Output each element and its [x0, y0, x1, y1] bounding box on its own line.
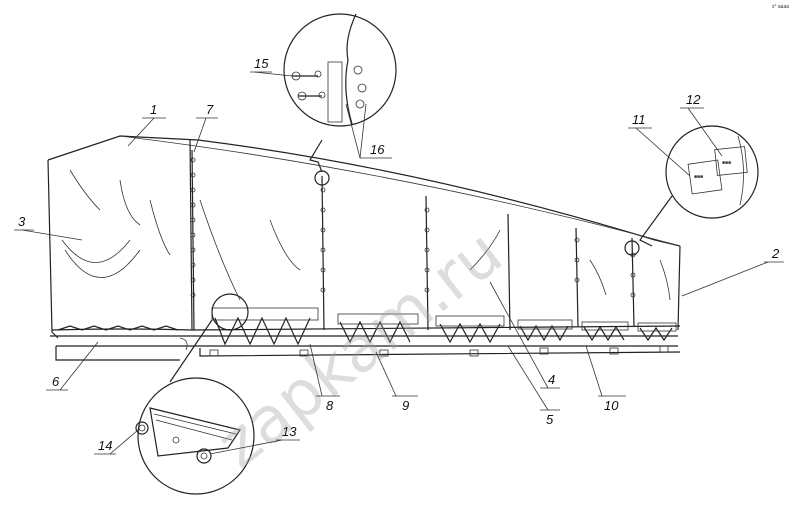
watermark: zapkam.ru	[204, 216, 516, 483]
callout-1: 1	[150, 102, 157, 117]
stanchion-rivets	[190, 157, 636, 298]
callout-6: 6	[52, 374, 60, 389]
detail-bolts-16	[283, 13, 397, 173]
detail-plates-11-12: ■■■ ■■■	[639, 125, 759, 247]
callout-7: 7	[206, 102, 214, 117]
callout-14: 14	[98, 438, 112, 453]
plate-11-text: ■■■	[694, 174, 703, 180]
callout-13: 13	[282, 424, 297, 439]
callout-4: 4	[548, 372, 555, 387]
detail-bracket-13-14	[135, 319, 255, 495]
callout-5: 5	[546, 412, 554, 427]
callout-labels: 1 2 3 4 5 6 7 8 9 10 11 12 13 14 15 16	[18, 56, 780, 453]
stanchions	[190, 149, 636, 331]
callout-15: 15	[254, 56, 269, 71]
chassis-frame	[50, 335, 681, 361]
callout-8: 8	[326, 398, 334, 413]
callout-12: 12	[686, 92, 701, 107]
callout-3: 3	[18, 214, 26, 229]
callout-2: 2	[771, 246, 780, 261]
callout-10: 10	[604, 398, 619, 413]
callout-11: 11	[632, 112, 646, 127]
plate-12-text: ■■■	[722, 160, 731, 166]
callout-16: 16	[370, 142, 385, 157]
callout-9: 9	[402, 398, 409, 413]
detail-locator-11-12	[624, 240, 640, 256]
corner-text: x° аааа	[772, 4, 789, 10]
detail-locator-13-14	[211, 293, 249, 331]
leader-lines	[14, 71, 784, 455]
